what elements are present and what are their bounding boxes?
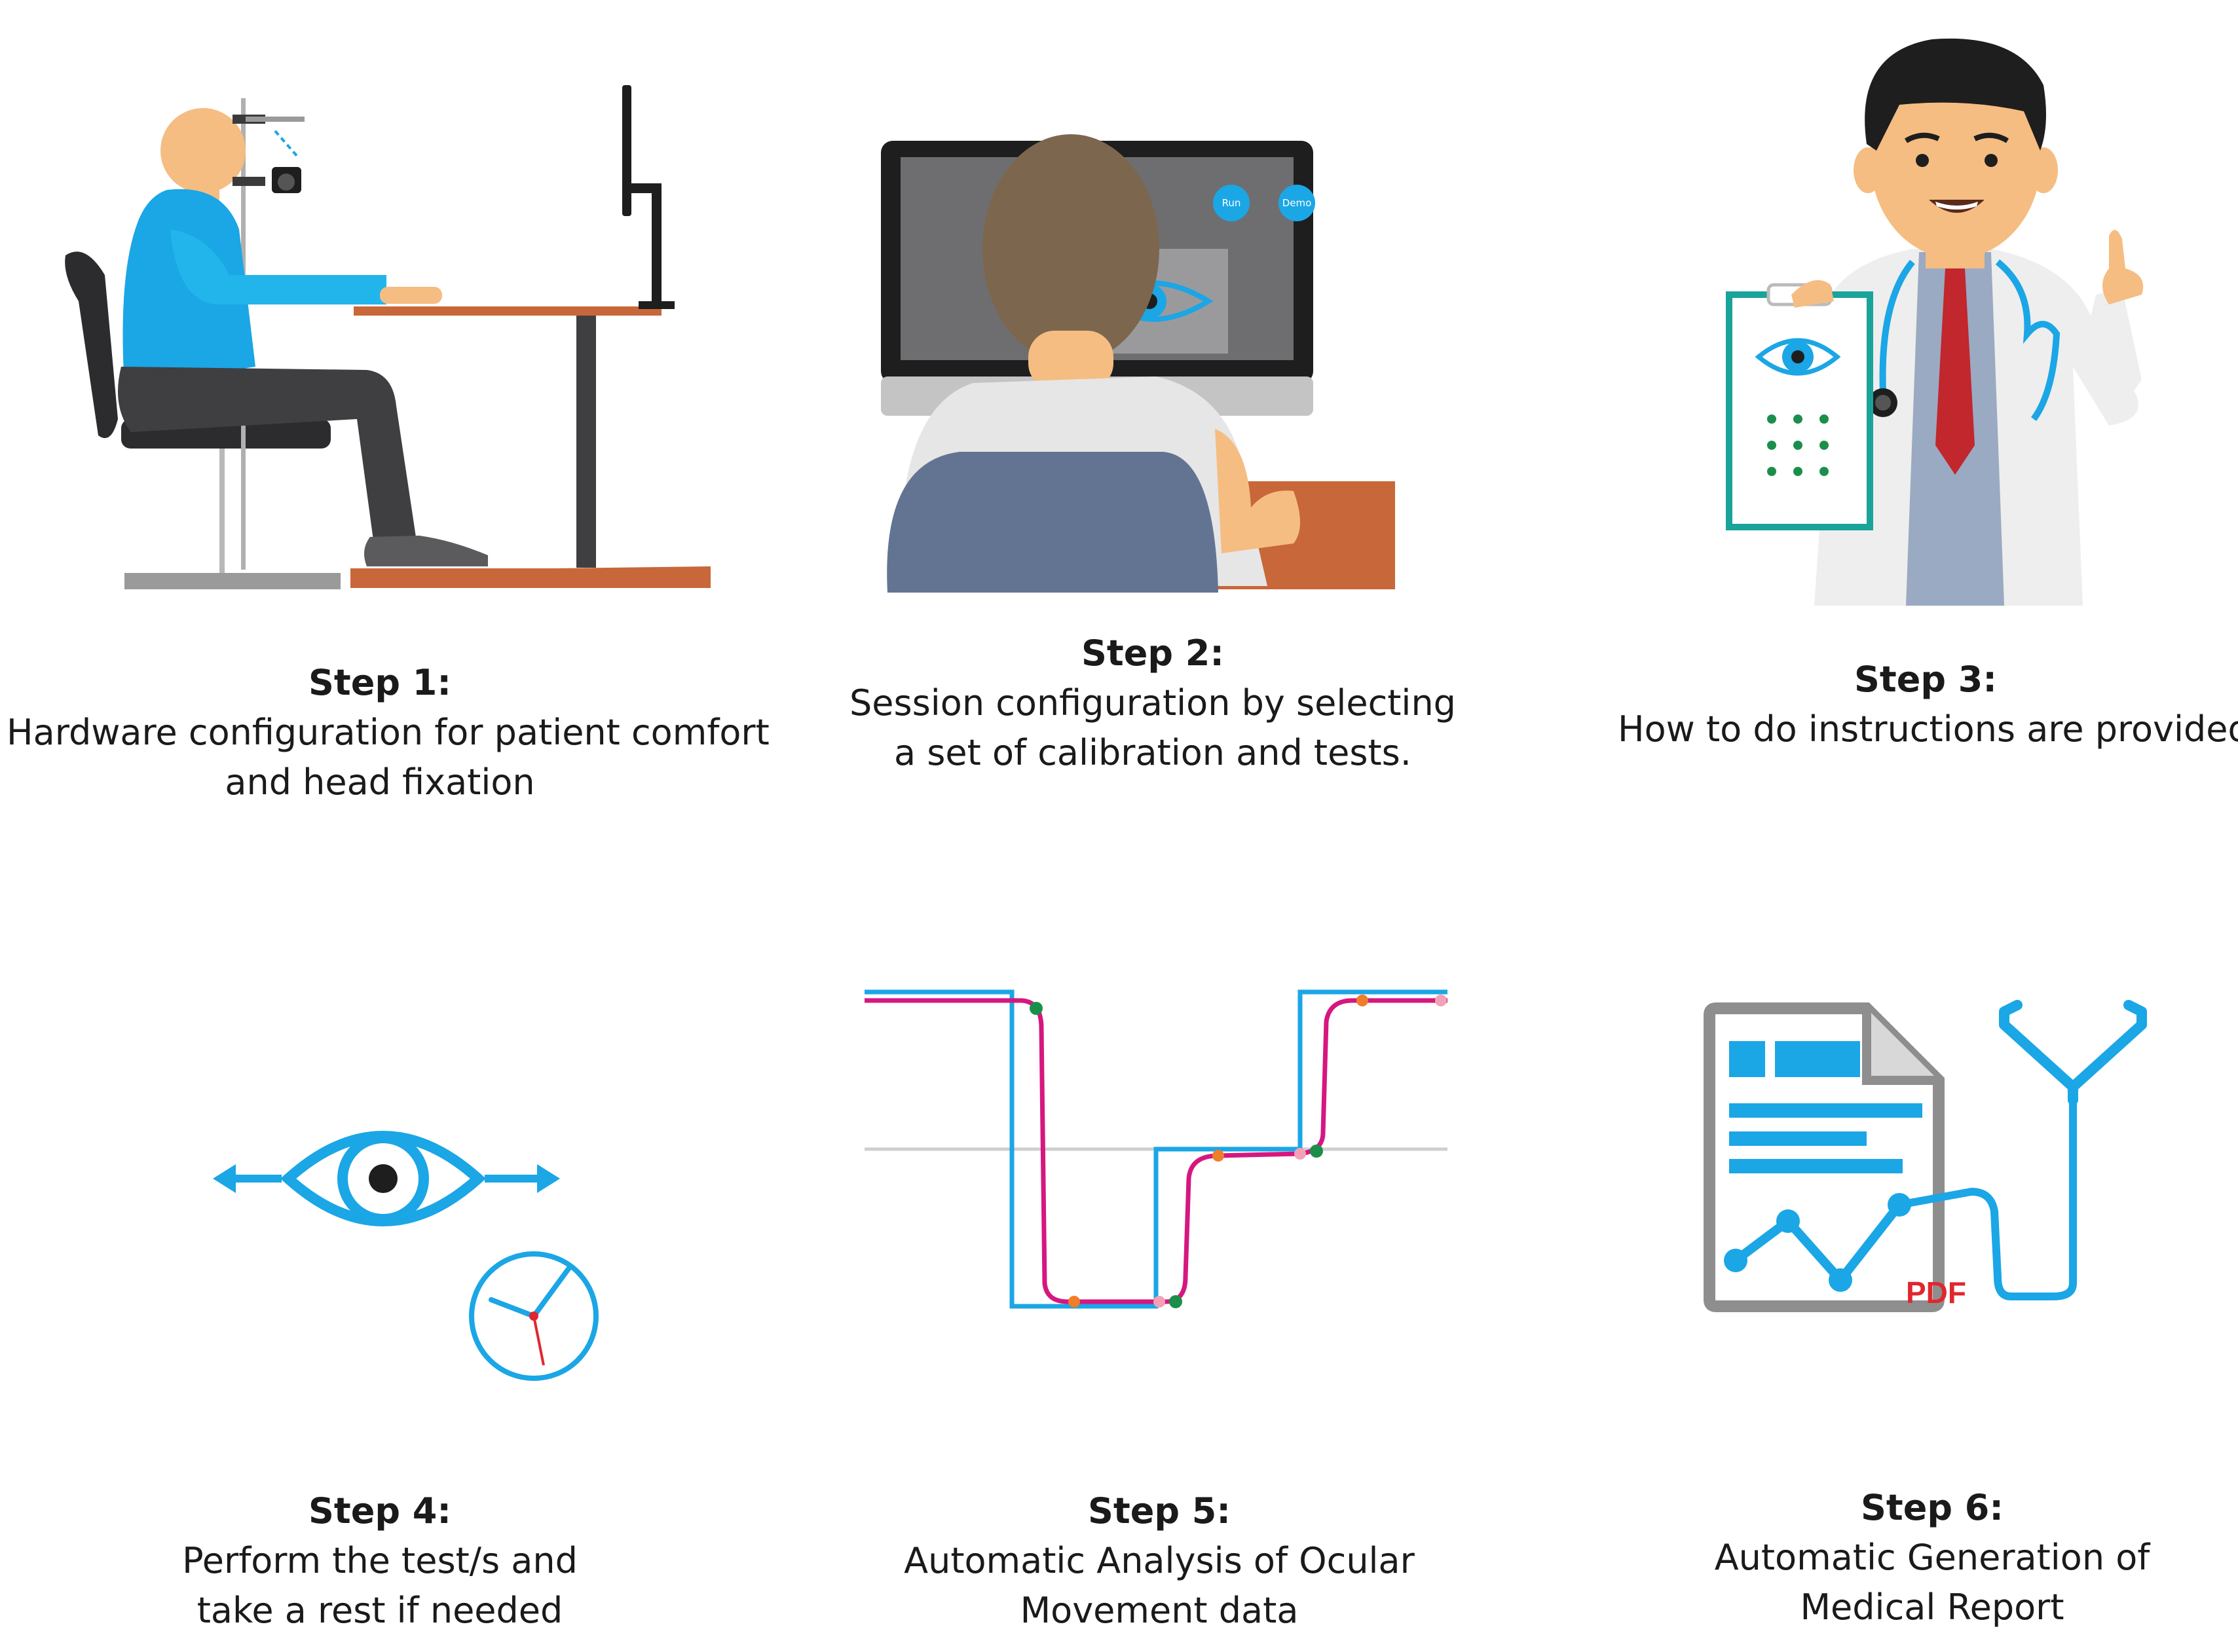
doctor-face	[1871, 62, 2041, 259]
fixation-markers	[1030, 995, 1447, 1308]
doctor-hand-left	[1791, 280, 1834, 308]
step4-line1: Perform the test/s and	[182, 1540, 578, 1581]
demo-button[interactable]: Demo	[1278, 185, 1315, 221]
step6-line2: Medical Report	[1800, 1587, 2064, 1628]
step5-illustration	[865, 989, 1447, 1309]
step4-line2: take a rest if needed	[196, 1590, 563, 1631]
step4-illustration	[213, 1131, 599, 1381]
trend-line-icon	[1724, 1193, 1911, 1292]
step6-line1: Automatic Generation of	[1714, 1537, 2150, 1578]
tracker-arm	[246, 117, 305, 122]
patient-shoe	[364, 536, 488, 566]
operator-arm	[1215, 429, 1300, 553]
gaze-trace	[865, 998, 1447, 1304]
doctor-hair	[1865, 38, 2046, 151]
eye-icon	[280, 1131, 486, 1226]
step1-caption: Step 1: Hardware configuration for patie…	[7, 658, 770, 807]
doctor-eye-left	[1916, 154, 1929, 167]
clock-icon	[469, 1251, 599, 1381]
chair-back	[65, 251, 118, 439]
floor-platform	[350, 566, 711, 588]
monitor-side	[622, 85, 631, 216]
step2-line1: Session configuration by selecting	[849, 682, 1456, 724]
chair-leg	[219, 449, 225, 573]
run-button[interactable]: Run	[1213, 185, 1250, 221]
pdf-label: PDF	[1906, 1276, 1966, 1310]
desk-top	[354, 306, 662, 316]
step1-title: Step 1:	[308, 662, 451, 703]
svg-text:Run: Run	[1222, 197, 1241, 209]
clipboard	[1726, 291, 1873, 530]
step5-line1: Automatic Analysis of Ocular	[904, 1540, 1415, 1581]
step2-line2: a set of calibration and tests.	[894, 732, 1411, 773]
step6-title: Step 6:	[1861, 1487, 2004, 1528]
svg-text:Demo: Demo	[1282, 197, 1312, 209]
floor-gray	[124, 573, 341, 589]
step2-title: Step 2:	[1081, 633, 1224, 674]
step5-line2: Movement data	[1020, 1590, 1299, 1631]
step5-title: Step 5:	[1088, 1490, 1231, 1532]
step1-illustration	[65, 85, 711, 589]
desk-leg	[576, 316, 596, 568]
tracker-lens	[278, 174, 295, 191]
operator-head	[982, 134, 1159, 363]
doctor-eye-right	[1985, 154, 1998, 167]
step6-illustration: PDF	[1704, 1000, 2147, 1312]
arrow-right-icon	[485, 1164, 560, 1193]
patient-hand	[380, 287, 442, 304]
clipboard-dot-grid	[1767, 414, 1829, 476]
step4-title: Step 4:	[308, 1490, 451, 1532]
clipboard-eye-icon	[1755, 338, 1841, 376]
monitor-stand	[631, 183, 662, 304]
doctor-brow-left	[1904, 132, 1940, 143]
step1-line2: and head fixation	[225, 762, 535, 803]
step6-caption: Step 6: Automatic Generation of Medical …	[1644, 1483, 2220, 1632]
monitor-base	[639, 301, 675, 309]
step3-illustration	[1726, 38, 2144, 606]
step5-caption: Step 5: Automatic Analysis of Ocular Mov…	[858, 1486, 1461, 1636]
step2-illustration: Run Demo	[881, 134, 1395, 593]
step4-caption: Step 4: Perform the test/s and take a re…	[85, 1486, 675, 1636]
step3-caption: Step 3: How to do instructions are provi…	[1618, 655, 2238, 754]
target-trace	[865, 989, 1447, 1309]
tracker-beam	[274, 130, 299, 158]
step1-line1: Hardware configuration for patient comfo…	[7, 712, 770, 753]
arrow-left-icon	[213, 1164, 282, 1193]
tracker-clamp-mid	[233, 177, 265, 186]
patient-legs	[118, 367, 416, 540]
patient-arm	[170, 229, 386, 304]
doctor-tie	[1935, 268, 1975, 475]
stethoscope-tube	[1879, 259, 2061, 421]
doctor-raised-hand	[2102, 230, 2144, 304]
chair-back	[887, 452, 1218, 593]
stethoscope-icon	[1895, 1000, 2147, 1300]
step3-title: Step 3:	[1854, 659, 1997, 700]
step3-line1: How to do instructions are provided	[1618, 708, 2238, 750]
step2-caption: Step 2: Session configuration by selecti…	[832, 629, 1474, 778]
patient-head	[160, 108, 246, 193]
doctor-raised-arm	[2079, 288, 2142, 426]
operator-neck	[1028, 331, 1113, 390]
doctor-brow-right	[1973, 132, 2009, 143]
